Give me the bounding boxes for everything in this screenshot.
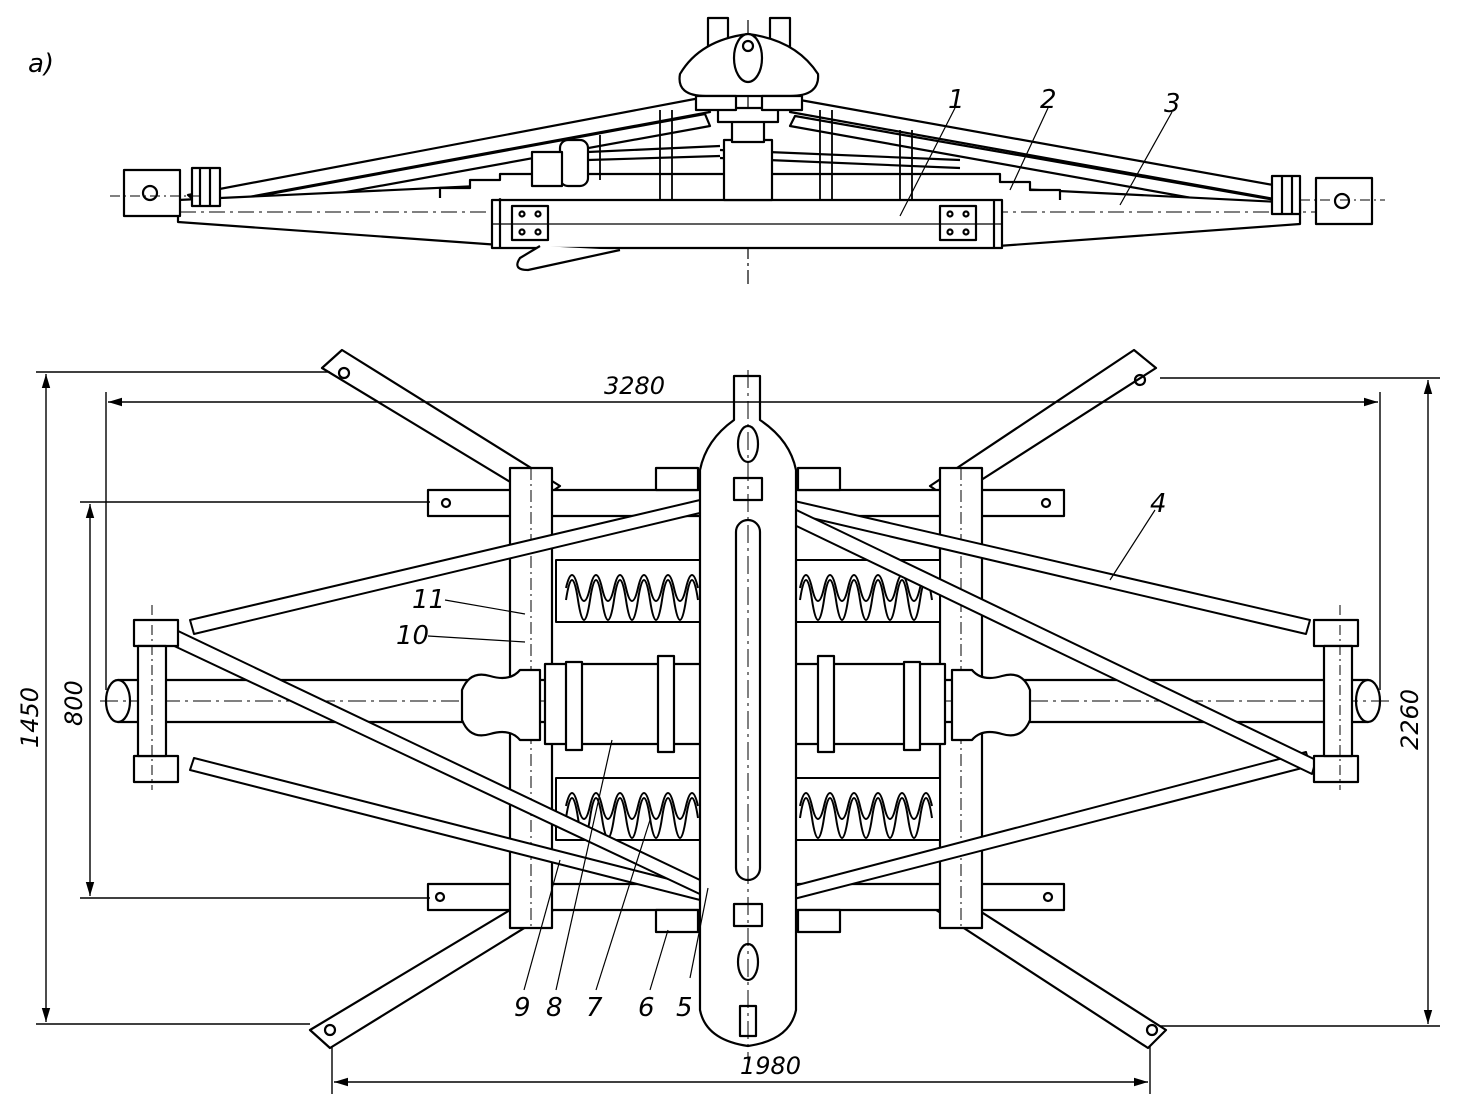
air-cylinder [530,138,961,188]
part-label-4: 4 [1150,489,1167,519]
dim-height-right: 2260 [1396,689,1424,750]
leader-lines [427,107,1173,991]
part-label-3: 3 [1164,89,1181,119]
view-label: а) [28,49,54,79]
dim-height-left: 1450 [16,687,44,748]
end-bracket-left [132,605,180,790]
dim-width-overall: 3280 [604,372,665,400]
part-label-5: 5 [676,993,693,1023]
part-label-11: 11 [412,585,445,615]
inner-cylinder [460,654,1032,754]
right-end-lug [1270,174,1385,226]
top-hanger [678,16,820,112]
lower-bracket [516,245,621,272]
part-label-2: 2 [1040,85,1057,115]
labels: а) 1 2 3 4 5 6 7 8 9 10 11 3280 1980 145… [16,49,1424,1080]
dim-spacing-inner: 800 [60,680,88,726]
outer-diagonal-arms [308,348,1168,1050]
main-frame [490,198,1004,250]
side-elevation-view [110,16,1385,285]
upper-arm-left [186,96,712,216]
tie-rods [169,499,1317,901]
spring-upper-left [555,559,707,623]
plan-view [100,348,1390,1060]
central-bar [654,370,842,1060]
part-label-7: 7 [586,993,603,1023]
central-column [716,106,780,202]
left-end-lug [110,166,222,218]
part-label-6: 6 [638,993,655,1023]
spring-lower-right [789,777,941,841]
part-label-8: 8 [546,993,563,1023]
part-label-1: 1 [948,85,965,115]
end-bracket-right [1312,605,1360,790]
dimension-lines [36,371,1440,1094]
part-label-9: 9 [514,993,531,1023]
part-label-10: 10 [396,621,429,651]
dim-width-bottom: 1980 [740,1052,801,1080]
